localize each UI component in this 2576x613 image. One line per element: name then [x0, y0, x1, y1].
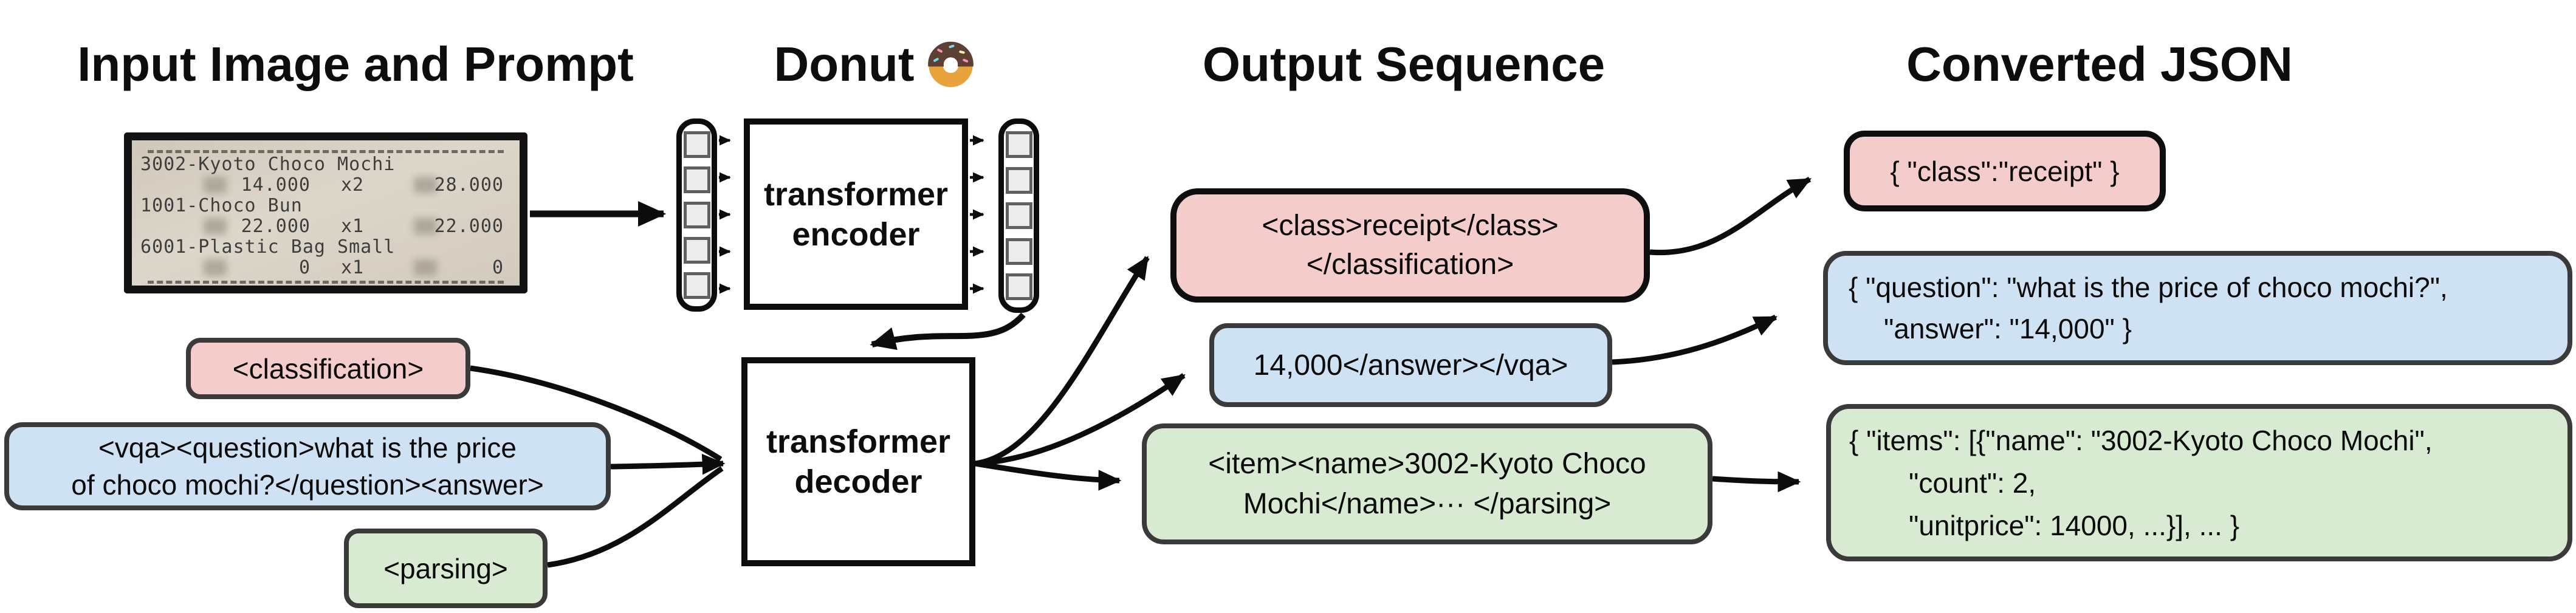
- parsing-prompt-box: <parsing>: [344, 529, 548, 608]
- decoder-label-line1: transformer: [766, 423, 951, 460]
- encoder-label-line1: transformer: [763, 176, 949, 213]
- classification-prompt-text: <classification>: [232, 352, 424, 385]
- header-output-label: Output Sequence: [1202, 37, 1606, 91]
- donut-emoji-icon: [926, 39, 977, 90]
- decoder-to-classification-arrow: [975, 256, 1150, 467]
- image-patch-square: [683, 131, 710, 158]
- header-json-label: Converted JSON: [1906, 37, 2293, 91]
- receipt-total: 22.000: [434, 216, 504, 237]
- vqa-output-line1: 14,000</answer></vqa>: [1253, 349, 1568, 382]
- classification-output-box: <class>receipt</class> </classification>: [1170, 188, 1650, 303]
- receipt-divider: [148, 281, 504, 284]
- decoder-label-line2: decoder: [794, 464, 922, 500]
- redaction-blur: [414, 259, 437, 276]
- image-patch-square: [683, 202, 710, 228]
- encoded-features-pill: [998, 118, 1039, 313]
- feature-square: [1005, 131, 1032, 158]
- feature-square: [1005, 238, 1032, 265]
- feature-square: [1005, 166, 1032, 194]
- redaction-blur: [204, 177, 227, 193]
- receipt-input-image: 3002-Kyoto Choco Mochi 14.000 x2 28.000 …: [124, 132, 527, 293]
- prompt-to-decoder-arrow: [610, 454, 726, 475]
- decoder-to-parsing-arrow: [975, 461, 1122, 491]
- parsing-json-line1: { "items": [{"name": "3002-Kyoto Choco M…: [1849, 424, 2433, 456]
- header-input-image-and-prompt: Input Image and Prompt: [77, 36, 634, 92]
- parsing-json-line3: "unitprice": 14000, ...}], ... }: [1909, 509, 2240, 541]
- classification-output-line1: <class>receipt</class>: [1262, 210, 1559, 242]
- vqa-json-box: { "question": "what is the price of choc…: [1823, 251, 2572, 365]
- feature-square: [1005, 273, 1032, 300]
- vqa-prompt-line2: of choco mochi?</question><answer>: [71, 468, 544, 501]
- receipt-item-name: 1001-Choco Bun: [140, 195, 303, 216]
- receipt-total: 28.000: [434, 174, 504, 196]
- parsing-output-box: <item><name>3002-Kyoto Choco Mochi</name…: [1142, 423, 1712, 544]
- image-patch-square: [683, 272, 710, 299]
- classification-prompt-box: <classification>: [186, 338, 470, 399]
- receipt-unitprice: 0: [298, 257, 311, 278]
- vqa-json-line1: { "question": "what is the price of choc…: [1849, 272, 2448, 303]
- classification-json-text: { "class":"receipt" }: [1890, 155, 2120, 187]
- parsing-output-line2: Mochi</name>··· </parsing>: [1243, 487, 1612, 520]
- transformer-decoder-box: transformer decoder: [741, 357, 975, 566]
- receipt-qty: x1: [341, 257, 365, 278]
- redaction-blur: [204, 218, 227, 235]
- encoder-label-line2: encoder: [792, 216, 920, 253]
- feature-square: [1005, 202, 1032, 229]
- receipt-item-name: 3002-Kyoto Choco Mochi: [140, 154, 396, 175]
- parsing-json-box: { "items": [{"name": "3002-Kyoto Choco M…: [1826, 404, 2572, 561]
- header-input-label: Input Image and Prompt: [77, 37, 634, 91]
- image-patch-square: [683, 237, 710, 264]
- receipt-item-values: 22.000 x1 22.000: [140, 216, 511, 237]
- receipt-unitprice: 22.000: [241, 216, 311, 237]
- redaction-blur: [414, 218, 437, 235]
- receipt-qty: x1: [341, 216, 365, 237]
- vqa-output-box: 14,000</answer></vqa>: [1209, 323, 1612, 407]
- header-converted-json: Converted JSON: [1906, 36, 2293, 92]
- parsing-output-line1: <item><name>3002-Kyoto Choco: [1208, 447, 1646, 480]
- classification-json-box: { "class":"receipt" }: [1844, 131, 2166, 211]
- redaction-blur: [414, 177, 437, 193]
- redaction-blur: [204, 259, 227, 276]
- parsing-prompt-text: <parsing>: [383, 552, 508, 584]
- parsing-prompt-link: [547, 466, 724, 568]
- receipt-unitprice: 14.000: [241, 174, 311, 196]
- receipt-item-values: 0 x1 0: [140, 258, 511, 278]
- features-to-decoder-arrow: [870, 312, 1026, 351]
- receipt-divider: [148, 150, 504, 153]
- receipt-item-name: 6001-Plastic Bag Small: [140, 236, 396, 258]
- vqa-json-line2: "answer": "14,000" }: [1884, 313, 2132, 344]
- receipt-item-values: 14.000 x2 28.000: [140, 175, 511, 196]
- header-donut: Donut: [774, 36, 976, 92]
- parsing-json-line2: "count": 2,: [1909, 467, 2036, 499]
- receipt-total: 0: [492, 257, 504, 278]
- vqa-prompt-line1: <vqa><question>what is the price: [98, 431, 517, 464]
- transformer-encoder-box: transformer encoder: [744, 118, 968, 310]
- header-output-sequence: Output Sequence: [1203, 36, 1605, 92]
- image-patch-square: [683, 166, 710, 193]
- vqa-prompt-box: <vqa><question>what is the price of choc…: [4, 422, 611, 510]
- classification-output-line2: </classification>: [1306, 248, 1514, 281]
- decoder-to-vqa-arrow: [975, 373, 1186, 467]
- receipt-qty: x2: [341, 174, 365, 196]
- classification-prompt-link: [470, 365, 723, 462]
- classification-to-json-arrow: [1649, 177, 1812, 256]
- parsing-to-json-arrow: [1712, 471, 1801, 493]
- header-donut-label: Donut: [774, 37, 915, 91]
- vqa-to-json-arrow: [1612, 314, 1778, 365]
- image-patches-pill: [676, 118, 717, 312]
